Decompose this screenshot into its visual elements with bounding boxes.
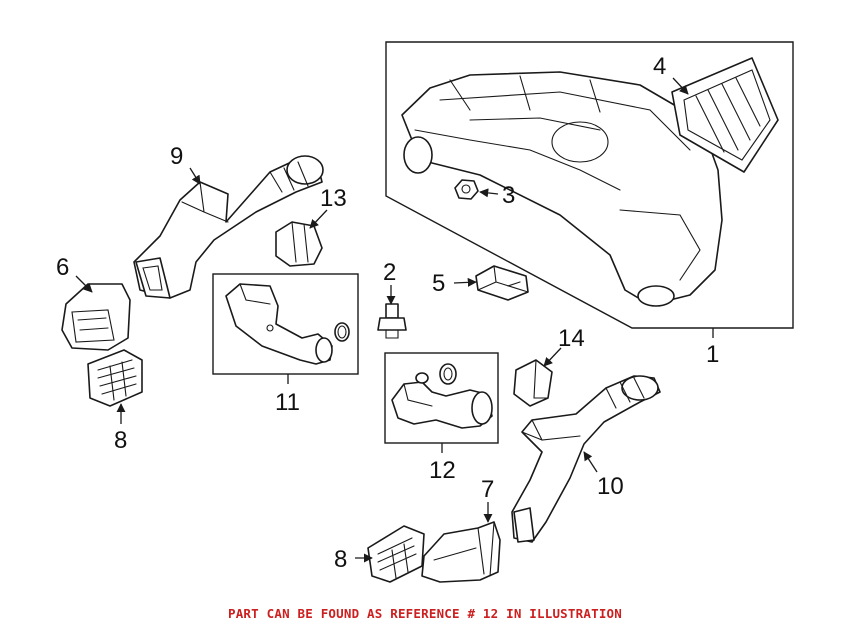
small-duct[interactable] xyxy=(513,359,553,407)
grille-lower[interactable] xyxy=(367,525,425,583)
callout-9: 9 xyxy=(170,143,183,170)
callout-8-lower: 8 xyxy=(334,546,347,573)
air-cleaner-housing[interactable] xyxy=(401,71,723,307)
intake-duct-right[interactable] xyxy=(511,375,661,543)
callout-13: 13 xyxy=(320,185,347,212)
callout-3: 3 xyxy=(502,182,515,209)
callout-6: 6 xyxy=(56,254,69,281)
callout-11: 11 xyxy=(275,389,300,416)
callout-4: 4 xyxy=(653,53,666,80)
air-filter-element[interactable] xyxy=(671,57,779,173)
intake-hose-kit-12[interactable] xyxy=(391,363,493,429)
hex-nut[interactable] xyxy=(454,179,479,200)
callout-10: 10 xyxy=(597,473,624,500)
callout-1: 1 xyxy=(706,341,719,368)
pressure-sensor[interactable] xyxy=(377,303,407,339)
callout-12: 12 xyxy=(429,457,456,484)
duct-end-left[interactable] xyxy=(61,283,131,351)
callout-5: 5 xyxy=(432,270,445,297)
intake-duct-left[interactable] xyxy=(133,155,324,299)
callout-2: 2 xyxy=(383,259,396,286)
duct-end-bottom[interactable] xyxy=(421,521,501,583)
intake-hose-kit-11[interactable] xyxy=(225,283,350,365)
callout-14: 14 xyxy=(558,325,585,352)
kit-frame-11 xyxy=(212,273,359,375)
reference-caption: PART CAN BE FOUND AS REFERENCE # 12 IN I… xyxy=(227,606,622,621)
rubber-boot[interactable] xyxy=(275,221,323,267)
mass-air-flow-sensor[interactable] xyxy=(475,265,529,301)
grille-upper[interactable] xyxy=(87,349,143,407)
callout-7: 7 xyxy=(481,476,494,503)
callout-8-upper: 8 xyxy=(114,427,127,454)
